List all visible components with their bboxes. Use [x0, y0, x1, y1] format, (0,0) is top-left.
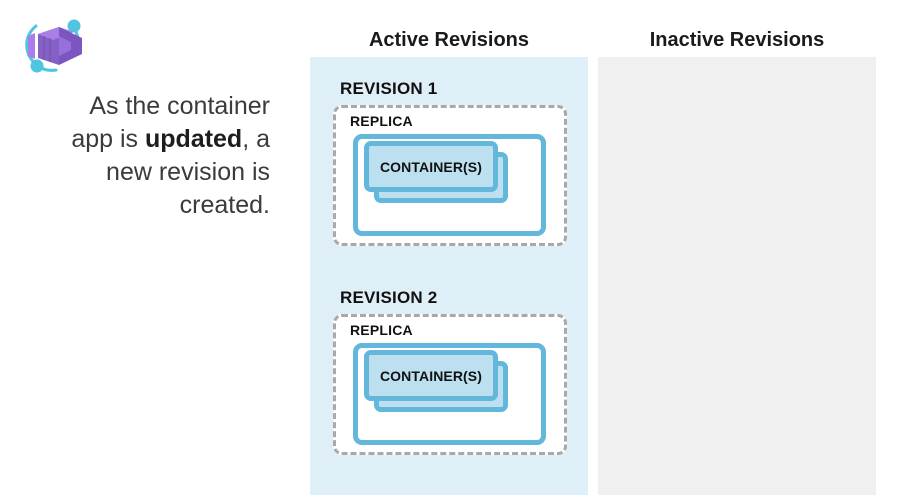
caption-line-2-pre: app is [71, 125, 145, 153]
caption-line-4: created. [179, 191, 270, 219]
revision-label: REVISION 1 [340, 79, 438, 98]
caption-line-2-post: , a [242, 125, 270, 153]
caption-line-1: As the container [89, 92, 270, 120]
container-box-front: CONTAINER(S) [364, 350, 498, 401]
replica-label: REPLICA [350, 113, 413, 129]
replica-label: REPLICA [350, 322, 413, 338]
active-revisions-heading: Active Revisions [368, 29, 530, 51]
replica-box: REPLICA CONTAINER(S) [333, 314, 567, 455]
caption-line-3: new revision is [106, 158, 270, 186]
container-label: CONTAINER(S) [379, 367, 483, 384]
caption-emphasis-updated: updated [144, 125, 243, 153]
caption-text: As the container app is updated, a new r… [20, 90, 270, 222]
inactive-revisions-panel [598, 57, 876, 495]
revision-label: REVISION 2 [340, 288, 438, 307]
container-label: CONTAINER(S) [379, 158, 483, 175]
azure-container-apps-logo [16, 12, 92, 82]
replica-box: REPLICA CONTAINER(S) [333, 105, 567, 246]
container-box-front: CONTAINER(S) [364, 141, 498, 192]
inactive-revisions-heading: Inactive Revisions [649, 29, 825, 51]
active-revisions-panel: REVISION 1 REPLICA CONTAINER(S) REVISION… [310, 57, 588, 495]
